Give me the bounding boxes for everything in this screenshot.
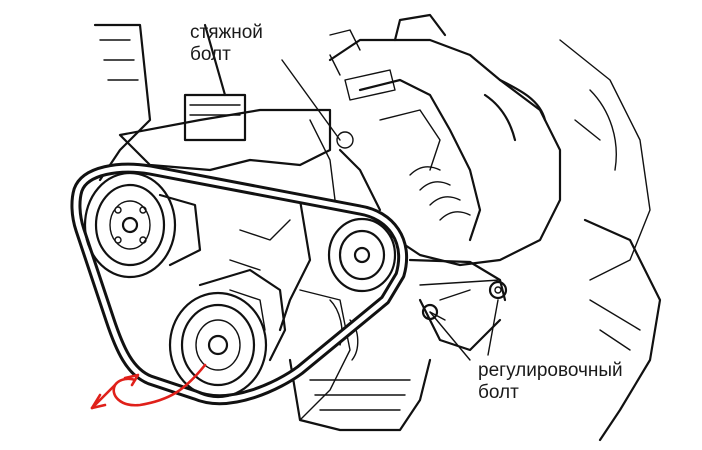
clamp-bolt-label-line1: стяжной [190,22,263,43]
engine-block-outline [93,23,662,442]
alternator-pulley [327,217,397,293]
water-pump-pulley [83,171,202,279]
adjust-bolt-label: регулировочный болт [478,360,623,404]
adjuster-bracket [408,258,508,321]
clamp-bolt-label-line2: болт [190,44,231,65]
adjust-bolt-label-line1: регулировочный [478,360,623,381]
adjustment-direction-arrow [90,363,207,410]
crankshaft-pulley [168,268,287,399]
adjust-bolt-label-line2: болт [478,382,519,403]
leader-lines [281,59,499,361]
clamp-bolt-leader [281,59,341,141]
clamp-bolt-label: стяжной болт [190,22,263,66]
alternator [309,13,562,267]
drive-belt [70,162,409,406]
adjust-bolt-leader-2 [487,299,499,356]
adjust-bolt-leader-1 [429,311,471,361]
